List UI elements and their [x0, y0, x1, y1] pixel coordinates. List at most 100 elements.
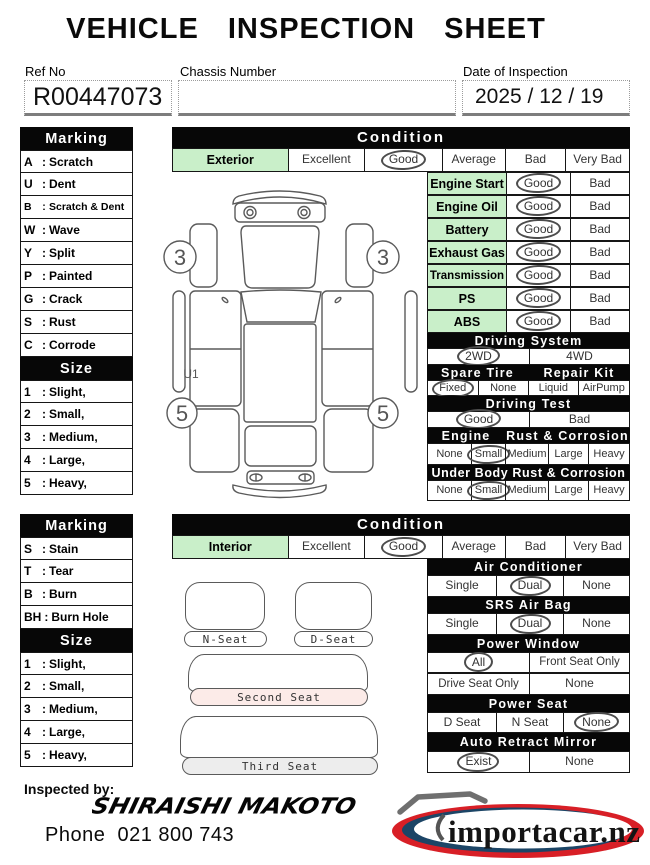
third-seat-text: Third Seat [241, 759, 319, 773]
signature-text: SHIRAISHI MAKOTO [92, 793, 357, 819]
srs-air-bag-header: SRS Air Bag [427, 597, 630, 613]
option-excellent: Excellent [287, 536, 365, 558]
legend-size-5: 5Heavy, [20, 744, 133, 767]
legend-size-3: 3Medium, [20, 698, 133, 721]
power-seat-header: Power Seat [427, 695, 630, 712]
d-seat-backrest [295, 582, 372, 630]
option-good: Good [364, 149, 442, 171]
option-fixed: Fixed [439, 381, 467, 394]
option-medium: Medium [505, 444, 548, 464]
legend-size-2: 2Small, [20, 403, 133, 426]
wheel-mark-label: 3 [377, 245, 389, 270]
right-side-skirt [404, 290, 418, 393]
under-body-rust-header: Under Body Rust & Corrosion [427, 465, 630, 480]
auto-retract-mirror-row: Exist None [427, 751, 630, 773]
engine-rust-title-left: Engine [441, 428, 491, 443]
option-liquid: Liquid [528, 381, 578, 395]
legend-row-w: WWave [20, 219, 133, 242]
date-of-inspection-field: 2025 / 12 / 19 [462, 80, 630, 116]
option-bad: Bad [570, 311, 629, 332]
option-average: Average [441, 149, 505, 171]
legend-size-4: 4Large, [20, 721, 133, 744]
option-dual: Dual [496, 614, 563, 634]
option-average: Average [441, 536, 505, 558]
option-excellent: Excellent [287, 149, 365, 171]
driving-system-row: 2WD 4WD [427, 348, 630, 365]
legend-size-1: 1Slight, [20, 652, 133, 675]
option-good: Good [506, 219, 570, 240]
exterior-condition-row: Exterior Excellent Good Average Bad Very… [172, 148, 630, 172]
interior-label: Interior [173, 536, 288, 558]
option-medium: Medium [505, 481, 548, 500]
left-rear-quarter [189, 408, 240, 473]
system-row-battery: Battery Good Bad [427, 218, 630, 241]
air-conditioner-row: Single Dual None [427, 575, 630, 597]
legend-row-u: UDent [20, 173, 133, 196]
damage-mark-u1: U1 [183, 367, 199, 381]
chassis-number-field [178, 80, 456, 116]
logo-text: importacar.nz [448, 814, 640, 849]
exterior-label: Exterior [173, 149, 288, 171]
option-bad: Bad [529, 412, 629, 427]
legend-size-4: 4Large, [20, 449, 133, 472]
under-body-rust-row: None Small Medium Large Heavy [427, 480, 630, 501]
system-label: PS [428, 288, 506, 309]
engine-rust-row: None Small Medium Large Heavy [427, 443, 630, 465]
option-d-seat: D Seat [443, 714, 481, 729]
d-seat-text: D-Seat [310, 632, 357, 646]
system-label: Engine Oil [428, 196, 506, 217]
date-of-inspection-label: Date of Inspection [463, 64, 568, 79]
option-single: Single [445, 578, 479, 593]
legend-row-burn: BBurn [20, 583, 133, 606]
option-small: Small [471, 481, 505, 500]
option-good: Good [506, 173, 570, 194]
hood [240, 225, 320, 289]
option-4wd: 4WD [529, 349, 629, 364]
legend-row-a: AScratch [20, 150, 133, 173]
option-2wd: 2WD [465, 348, 492, 363]
interior-condition-row: Interior Excellent Good Average Bad Very… [172, 535, 630, 559]
left-side-skirt [172, 290, 186, 393]
power-window-row-1: All Front Seat Only [427, 652, 630, 673]
option-bad: Bad [504, 149, 566, 171]
option-very-bad: Very Bad [565, 536, 629, 558]
option-bad: Bad [570, 196, 629, 217]
repair-kit-title: Repair Kit [543, 365, 615, 380]
second-seat-cushion: Second Seat [190, 688, 368, 706]
front-bumper [232, 190, 327, 205]
marking-legend-header: Marking [20, 514, 133, 537]
n-seat-text: N-Seat [202, 632, 249, 646]
legend-row-tear: TTear [20, 560, 133, 583]
third-seat-cushion: Third Seat [182, 757, 378, 775]
option-none: None [529, 752, 629, 772]
option-good: Good [506, 288, 570, 309]
n-seat-backrest [185, 582, 265, 630]
option-bad: Bad [570, 173, 629, 194]
option-n-seat: N Seat [496, 713, 563, 732]
legend-row-s: SRust [20, 311, 133, 334]
size-legend-header: Size [20, 629, 133, 652]
option-none: None [563, 576, 629, 596]
interior-marking-legend: Marking SStain TTear BBurn BHBurn Hole S… [20, 514, 133, 767]
rear-bumper [232, 484, 327, 499]
option-large: Large [548, 444, 588, 464]
power-window-row-2: Drive Seat Only None [427, 673, 630, 695]
system-row-ps: PS Good Bad [427, 287, 630, 310]
option-bad: Bad [504, 536, 566, 558]
inspector-signature: SHIRAISHI MAKOTO [92, 792, 357, 820]
system-row-abs: ABS Good Bad [427, 310, 630, 333]
driving-test-row: Good Bad [427, 411, 630, 428]
date-of-inspection-value: 2025 / 12 / 19 [475, 85, 604, 108]
option-exist: Exist [465, 754, 492, 769]
option-heavy: Heavy [588, 444, 629, 464]
option-bad: Bad [570, 242, 629, 263]
phone-number: Phone 021 800 743 [45, 824, 235, 846]
power-window-header: Power Window [427, 635, 630, 652]
srs-air-bag-row: Single Dual None [427, 613, 630, 635]
marking-legend-header: Marking [20, 127, 133, 150]
legend-row-c: CCorrode [20, 334, 133, 357]
logo-inner-field [414, 809, 632, 849]
system-row-engine-oil: Engine Oil Good Bad [427, 195, 630, 218]
